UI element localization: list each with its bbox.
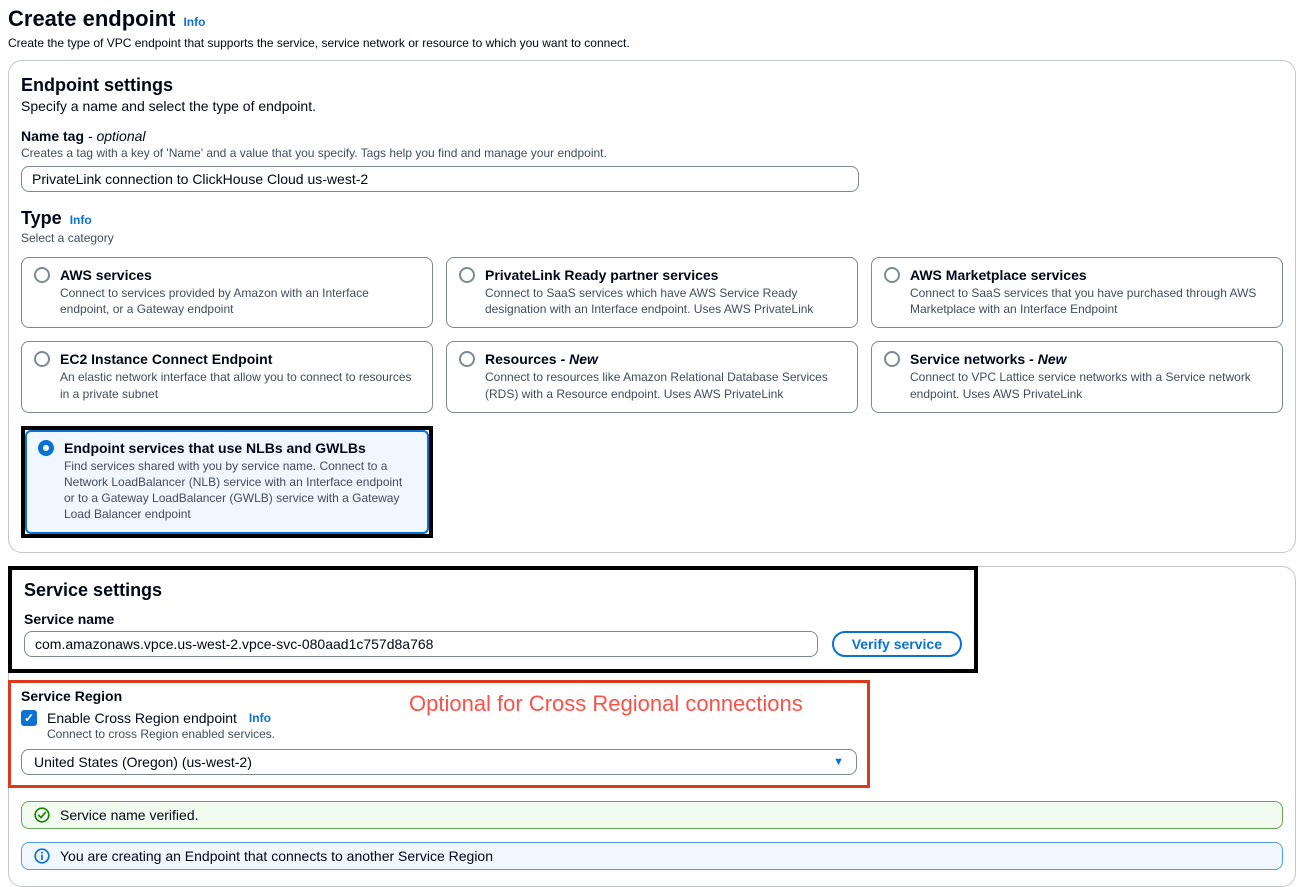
type-options-grid: AWS services Connect to services provide… — [21, 257, 1283, 538]
tile-title: AWS services — [60, 267, 152, 283]
cross-region-checkbox[interactable]: ✓ — [21, 709, 37, 726]
cross-region-info-alert: You are creating an Endpoint that connec… — [21, 841, 1283, 870]
radio-icon[interactable] — [884, 267, 900, 283]
tile-description: Connect to resources like Amazon Relatio… — [485, 370, 828, 401]
tile-title: Endpoint services that use NLBs and GWLB… — [64, 439, 366, 456]
service-settings-annotation-box: Service settings Service name Verify ser… — [8, 565, 978, 673]
tile-description: An elastic network interface that allow … — [60, 370, 412, 401]
radio-icon[interactable] — [34, 267, 50, 283]
radio-icon[interactable] — [884, 351, 900, 368]
service-region-label: Service Region — [21, 687, 123, 704]
type-option-resources[interactable]: Resources- New Connect to resources like… — [446, 341, 858, 413]
type-option-ec2-instance-connect[interactable]: EC2 Instance Connect Endpoint An elastic… — [21, 341, 433, 413]
tile-title: Service networks- New — [910, 351, 1067, 368]
region-select-value: United States (Oregon) (us-west-2) — [34, 753, 252, 770]
verify-service-button[interactable]: Verify service — [831, 630, 962, 657]
type-option-aws-marketplace-services[interactable]: AWS Marketplace services Connect to SaaS… — [871, 257, 1283, 329]
cross-region-helper: Connect to cross Region enabled services… — [47, 726, 276, 741]
name-tag-label-text: Name tag — [21, 128, 85, 144]
radio-icon[interactable] — [34, 351, 50, 368]
info-circle-icon — [34, 847, 50, 864]
type-heading: Type — [21, 208, 62, 228]
type-info-link[interactable]: Info — [69, 213, 92, 227]
tile-title: Resources- New — [485, 351, 598, 368]
type-option-endpoint-services-nlb-gwlb[interactable]: Endpoint services that use NLBs and GWLB… — [25, 429, 429, 534]
tile-description: Connect to services provided by Amazon w… — [60, 286, 369, 317]
type-section: Type Info Select a category AWS services … — [21, 208, 1283, 538]
cross-region-info-text: You are creating an Endpoint that connec… — [60, 847, 493, 864]
cross-region-info-link[interactable]: Info — [248, 710, 271, 725]
tile-description: Connect to VPC Lattice service networks … — [910, 370, 1251, 401]
service-region-annotation-box: Service Region ✓ Enable Cross Region end… — [8, 679, 870, 788]
cross-region-annotation-text: Optional for Cross Regional connections — [409, 690, 803, 716]
radio-icon[interactable] — [459, 351, 475, 368]
tile-description: Connect to SaaS services which have AWS … — [485, 286, 814, 317]
selected-type-annotation-box: Endpoint services that use NLBs and GWLB… — [21, 425, 433, 538]
tile-description: Find services shared with you by service… — [64, 458, 403, 522]
service-name-input[interactable] — [24, 630, 818, 657]
page-title: Create endpoint — [8, 6, 176, 31]
cross-region-checkbox-label: Enable Cross Region endpoint — [47, 709, 237, 726]
radio-icon[interactable] — [459, 267, 475, 283]
check-circle-icon — [34, 806, 50, 823]
service-verified-text: Service name verified. — [60, 806, 199, 823]
name-tag-input[interactable] — [21, 166, 859, 192]
chevron-down-icon: ▼ — [833, 755, 844, 768]
type-option-aws-services[interactable]: AWS services Connect to services provide… — [21, 257, 433, 329]
endpoint-settings-subheading: Specify a name and select the type of en… — [21, 98, 316, 114]
service-settings-heading: Service settings — [24, 579, 163, 600]
page-title-info-link[interactable]: Info — [183, 15, 206, 29]
tile-title: EC2 Instance Connect Endpoint — [60, 351, 273, 368]
service-name-row: Verify service — [24, 630, 962, 657]
type-option-privatelink-partner-services[interactable]: PrivateLink Ready partner services Conne… — [446, 257, 858, 329]
type-subheading: Select a category — [21, 231, 114, 245]
tile-title: AWS Marketplace services — [910, 267, 1087, 283]
endpoint-settings-heading: Endpoint settings — [21, 75, 173, 95]
endpoint-settings-card: Endpoint settings Specify a name and sel… — [8, 60, 1296, 553]
tile-description: Connect to SaaS services that you have p… — [910, 286, 1257, 317]
name-tag-label: Name tag - optional — [21, 128, 1283, 144]
type-option-service-networks[interactable]: Service networks- New Connect to VPC Lat… — [871, 341, 1283, 413]
name-tag-optional-text: - optional — [87, 128, 146, 144]
service-name-label: Service name — [24, 610, 115, 627]
region-select-dropdown[interactable]: United States (Oregon) (us-west-2) ▼ — [21, 748, 857, 775]
name-tag-helper: Creates a tag with a key of 'Name' and a… — [21, 146, 607, 160]
page-description: Create the type of VPC endpoint that sup… — [8, 36, 630, 50]
service-settings-card: Service settings Service name Verify ser… — [8, 565, 1296, 887]
radio-icon[interactable] — [38, 439, 54, 456]
tile-title: PrivateLink Ready partner services — [485, 267, 719, 283]
service-verified-alert: Service name verified. — [21, 800, 1283, 829]
page-header: Create endpoint Info Create the type of V… — [8, 6, 1296, 50]
